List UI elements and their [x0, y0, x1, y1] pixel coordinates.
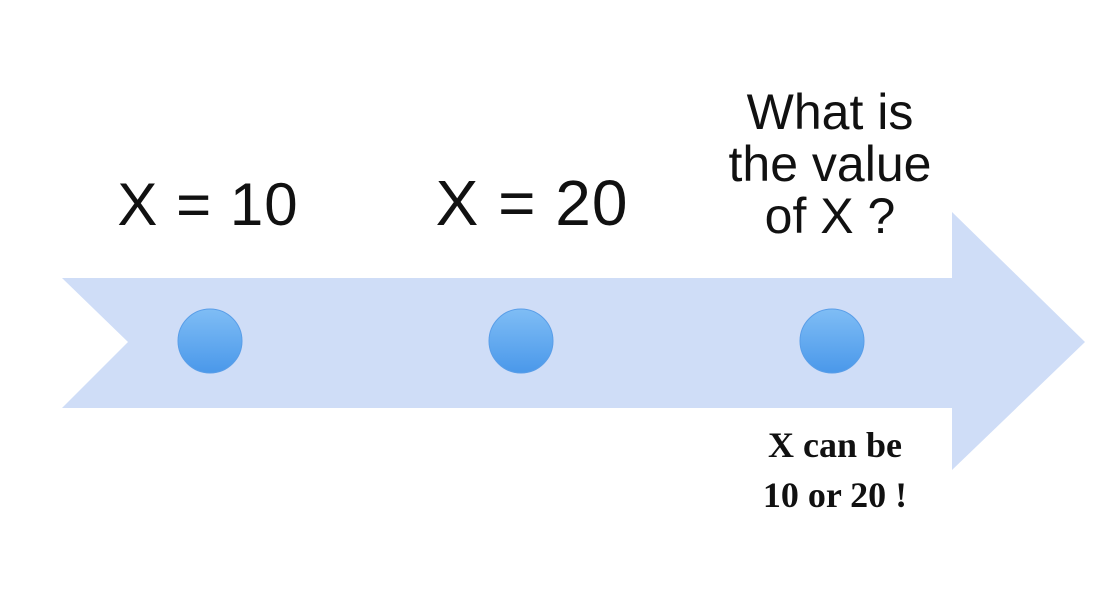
timeline-point-3-dot [799, 308, 865, 374]
timeline-arrow [62, 212, 1085, 470]
answer-note: X can be 10 or 20 ! [762, 425, 908, 515]
timeline-point-1-dot [177, 308, 243, 374]
timeline-point-2-dot [488, 308, 554, 374]
timeline-point-3-question: What is the value of X ? [728, 84, 932, 244]
timeline-point-1-label: X = 10 [117, 171, 299, 238]
timeline-point-2-label: X = 20 [435, 167, 629, 239]
